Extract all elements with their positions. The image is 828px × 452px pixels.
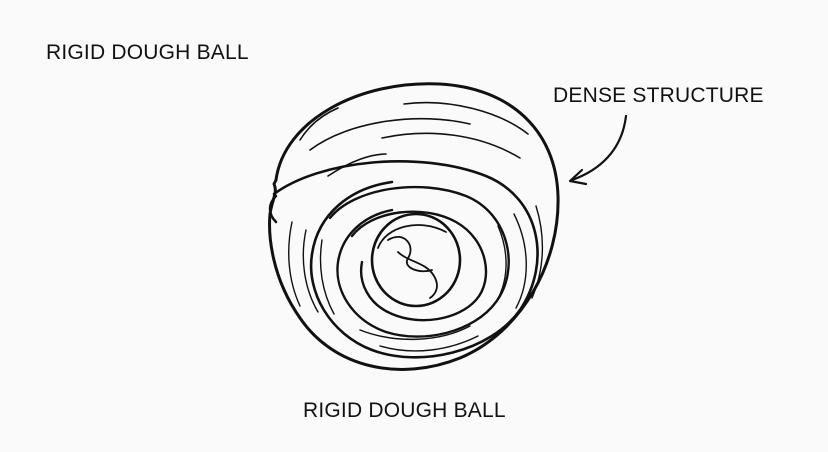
striation-left-1 [288,221,301,307]
dough-ball-notch [268,194,278,224]
fold-line-top-5 [299,107,339,141]
fold-line-top-2 [309,117,471,151]
striation-right-1 [513,213,527,309]
striation-bottom-2 [359,325,471,341]
striation-left-3 [319,239,335,315]
center-squiggle-2 [397,251,438,299]
curved-arrow-head-icon [568,168,588,186]
fold-line-top-4 [381,132,521,159]
callout-label-dense-structure: DENSE STRUCTURE [553,84,764,107]
spiral-fold-inner [350,210,488,322]
caption-label-bottom: RIGID DOUGH BALL [303,399,506,422]
fold-line-top-3 [327,153,387,177]
striation-bottom-1 [379,335,479,352]
striation-right-2 [495,225,507,303]
dough-center-rim [377,224,447,249]
curved-arrow-icon [570,114,628,182]
title-label-top-left: RIGID DOUGH BALL [46,41,249,64]
dough-center-cup [370,212,462,308]
spiral-fold-outer [272,160,539,359]
striation-right-3 [531,205,544,299]
dough-ball-outline [268,82,560,371]
striation-left-2 [302,229,319,313]
fold-line-top-1 [403,101,529,135]
spiral-fold-middle [328,185,510,338]
